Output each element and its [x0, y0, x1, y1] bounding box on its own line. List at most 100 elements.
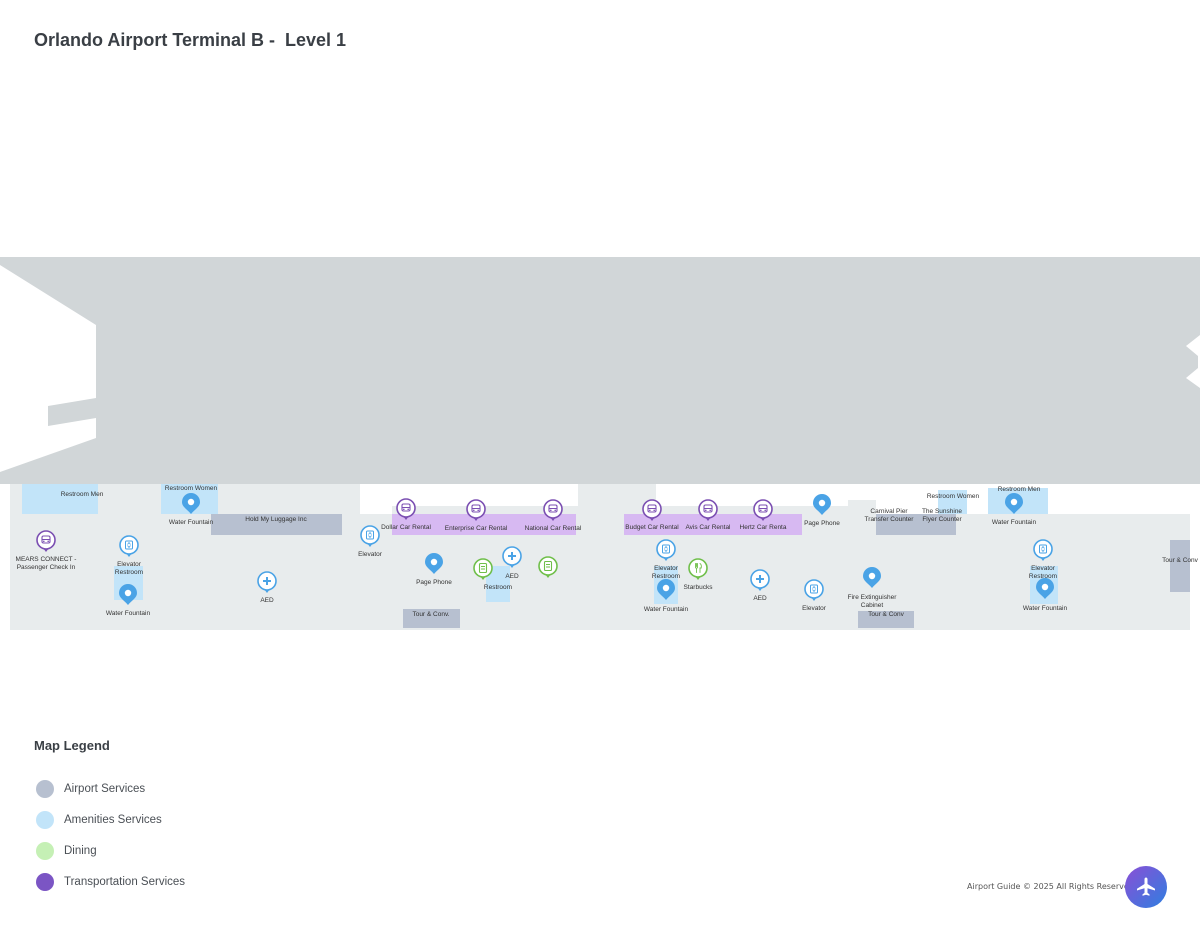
- tour-conv-far-east-label: Tour & Conv: [1162, 557, 1199, 564]
- legend-item[interactable]: Transportation Services: [36, 873, 185, 891]
- restroom-center[interactable]: Restroom: [484, 584, 512, 591]
- airport-guide-button[interactable]: [1125, 866, 1167, 908]
- avis-car-rental[interactable]: Avis Car Rental: [685, 499, 731, 531]
- legend-label: Airport Services: [64, 783, 146, 795]
- fire-extinguisher-cabinet-label: Fire Extinguisher: [848, 594, 898, 601]
- tour-conv-far-east[interactable]: Tour & Conv: [1162, 557, 1199, 564]
- elevator-icon: [360, 525, 380, 547]
- elevator-far-east-label: Elevator: [1031, 565, 1056, 572]
- elevator-east-label: Elevator: [802, 605, 827, 612]
- medical-cross-icon: [257, 571, 277, 593]
- aed-west-label: AED: [260, 597, 274, 604]
- carnival-pier-label: Carnival Pier: [870, 508, 908, 515]
- car-icon: [543, 499, 563, 521]
- water-drop-icon: [813, 494, 831, 515]
- enterprise-car-rental[interactable]: Enterprise Car Rental: [445, 499, 508, 532]
- aed-center[interactable]: AED: [502, 546, 522, 580]
- water-fountain-west-lower-label: Water Fountain: [106, 610, 151, 617]
- restroom-women-area-east[interactable]: [938, 490, 967, 514]
- vending-2[interactable]: [538, 556, 558, 578]
- aed-center-label: AED: [505, 573, 519, 580]
- hold-my-luggage-area[interactable]: [211, 514, 342, 535]
- hertz-car-rental[interactable]: Hertz Car Renta: [740, 499, 787, 531]
- page-phone-east-label: Page Phone: [804, 520, 840, 527]
- legend-label: Amenities Services: [64, 814, 162, 826]
- carnival-pier-area[interactable]: [876, 514, 956, 535]
- legend-label: Transportation Services: [64, 876, 186, 888]
- legend-swatch: [36, 842, 54, 860]
- national-car-rental[interactable]: National Car Rental: [525, 499, 582, 532]
- elevator-icon: [804, 579, 824, 601]
- legend-title: Map Legend: [34, 738, 110, 753]
- aed-east[interactable]: AED: [750, 569, 770, 602]
- restroom-women-east[interactable]: Restroom Women: [927, 493, 980, 500]
- tour-conv-area-far-east[interactable]: [1170, 540, 1190, 592]
- water-drop-icon: [182, 493, 200, 514]
- elevator-center-west-label: Elevator: [358, 551, 383, 558]
- mears-connect-label: MEARS CONNECT -: [16, 556, 77, 563]
- map-pois: MEARS CONNECT -Passenger Check In Elevato…: [16, 486, 1199, 617]
- legend-label: Dining: [64, 845, 97, 857]
- legend-swatch: [36, 780, 54, 798]
- legend-swatch: [36, 811, 54, 829]
- tour-conv-area-east-label: Tour & Conv: [868, 611, 905, 618]
- legend-item[interactable]: Amenities Services: [36, 811, 162, 829]
- legend-item[interactable]: Dining: [36, 842, 97, 860]
- water-fountain-mid-east-label: Water Fountain: [644, 606, 689, 613]
- elevator-icon: [1033, 539, 1053, 561]
- elevator-icon: [656, 539, 676, 561]
- car-icon: [698, 499, 718, 521]
- water-fountain-west-upper[interactable]: Water Fountain: [169, 493, 214, 526]
- airplane-icon: [1137, 877, 1155, 896]
- restroom-men-area-west[interactable]: [22, 484, 98, 514]
- water-fountain-east-upper[interactable]: Water Fountain: [992, 493, 1037, 526]
- aed-west[interactable]: AED: [257, 571, 277, 604]
- car-icon: [642, 499, 662, 521]
- legend-swatch: [36, 873, 54, 891]
- car-rental-area-west[interactable]: [392, 514, 576, 535]
- elevator-far-east-label: Restroom: [1029, 573, 1057, 580]
- restroom-men-east[interactable]: Restroom Men: [998, 486, 1041, 493]
- mears-connect[interactable]: MEARS CONNECT -Passenger Check In: [16, 530, 77, 571]
- dollar-car-rental-label: Dollar Car Rental: [381, 524, 431, 531]
- water-drop-icon: [657, 579, 675, 600]
- vending-icon: [473, 558, 493, 580]
- elevator-east[interactable]: Elevator: [802, 579, 827, 612]
- water-fountain-mid-east[interactable]: Water Fountain: [644, 579, 689, 613]
- dollar-car-rental[interactable]: Dollar Car Rental: [381, 498, 431, 531]
- car-rental-area-east[interactable]: [624, 514, 802, 535]
- water-fountain-far-east[interactable]: Water Fountain: [1023, 578, 1068, 612]
- water-drop-icon: [1036, 578, 1054, 599]
- legend-item[interactable]: Airport Services: [36, 780, 145, 798]
- sunshine-flyer-label: The Sunshine: [922, 508, 962, 515]
- medical-cross-icon: [750, 569, 770, 591]
- starbucks[interactable]: Starbucks: [684, 558, 714, 591]
- carnival-pier-label: Transfer Counter: [865, 516, 915, 523]
- water-fountain-west-upper-label: Water Fountain: [169, 519, 214, 526]
- outside-apron: [0, 257, 1200, 484]
- water-fountain-west-lower[interactable]: Water Fountain: [106, 584, 151, 617]
- car-icon: [753, 499, 773, 521]
- restroom-men-area-west-label: Restroom Men: [61, 491, 104, 498]
- page-title: Orlando Airport Terminal B - Level 1: [34, 30, 347, 50]
- vending-1[interactable]: [473, 558, 493, 580]
- page-phone-west[interactable]: Page Phone: [416, 553, 452, 586]
- restroom-women-area-west-label: Restroom Women: [165, 485, 218, 492]
- elevator-center-west[interactable]: Elevator: [358, 525, 383, 558]
- water-fountain-far-east-label: Water Fountain: [1023, 605, 1068, 612]
- elevator-mid-east-label: Elevator: [654, 565, 679, 572]
- tour-conv-area-west[interactable]: [403, 609, 460, 628]
- tour-conv-area-east[interactable]: [858, 611, 914, 628]
- water-drop-icon: [1005, 493, 1023, 514]
- page-phone-east[interactable]: Page Phone: [804, 494, 840, 527]
- budget-car-rental[interactable]: Budget Car Rental: [625, 499, 679, 531]
- budget-car-rental-label: Budget Car Rental: [625, 524, 679, 531]
